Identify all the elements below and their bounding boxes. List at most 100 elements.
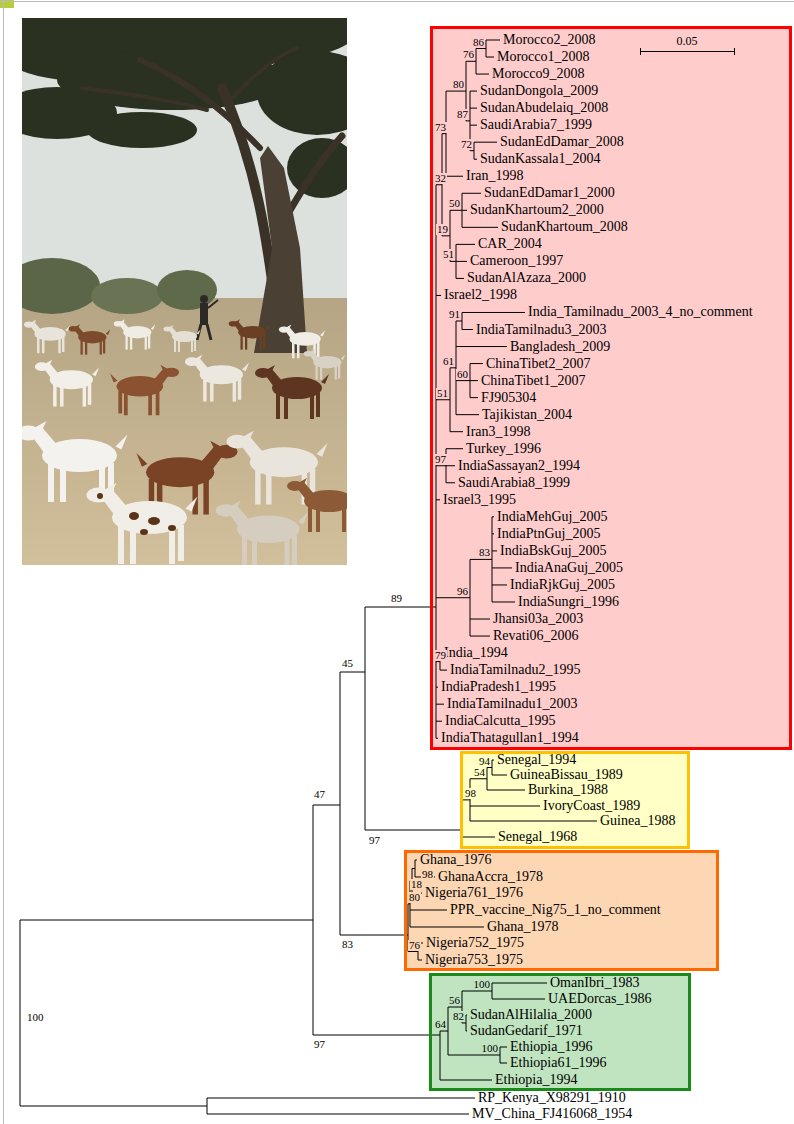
- bootstrap-value: 80: [452, 79, 465, 90]
- tree-branch: [486, 40, 487, 57]
- bootstrap-value: 54: [473, 767, 486, 778]
- tree-branch: [440, 670, 447, 671]
- tree-branch: [456, 346, 507, 347]
- tree-branch: [20, 920, 21, 1106]
- bootstrap-value: 60: [456, 369, 469, 380]
- taxon-label: IvoryCoast_1989: [543, 799, 640, 813]
- tree-branch: [446, 465, 455, 466]
- tree-branch: [207, 1098, 475, 1099]
- bootstrap-value: 80: [408, 892, 421, 903]
- taxon-label: IndiaSungri_1996: [518, 595, 619, 609]
- clade-box: Senegal_1994GuineaBissau_1989Burkina_198…: [460, 751, 690, 849]
- tree-branch: [442, 134, 443, 236]
- taxon-label: SudanAlHilalia_2000: [470, 1008, 592, 1022]
- taxon-label: Morocco1_2008: [497, 50, 590, 64]
- tree-branch: [446, 91, 466, 92]
- tree-branch: [470, 619, 490, 620]
- bootstrap-value: 98: [464, 788, 477, 799]
- tree-branch: [470, 779, 471, 821]
- tree-branch: [470, 559, 492, 560]
- tree-branch: [450, 261, 456, 262]
- taxon-label: Revati06_2006: [493, 629, 579, 643]
- tree-branch: [440, 1080, 492, 1081]
- tree-branch: [462, 227, 498, 228]
- tree-branch: [492, 550, 497, 551]
- clade-fills: [404, 26, 792, 1091]
- tree-branch: [470, 397, 478, 398]
- bootstrap-value: 32: [434, 173, 447, 184]
- frame-line: [3, 0, 4, 1124]
- photo-part: [82, 88, 207, 110]
- bootstrap-value: 97: [368, 835, 381, 846]
- tree-branch: [466, 1031, 467, 1032]
- bootstrap-value: 51: [436, 388, 449, 399]
- photo-part: [168, 525, 176, 531]
- photo-part: [129, 512, 139, 520]
- bootstrap-value: 83: [341, 939, 354, 950]
- photo-part: [640, 51, 735, 52]
- tree-branch: [474, 142, 497, 143]
- tree-branch: [500, 1047, 507, 1048]
- taxon-label: UAEDorcas_1986: [548, 992, 651, 1006]
- tree-branch: [462, 312, 525, 313]
- bootstrap-value: 76: [408, 940, 421, 951]
- tree-branch: [492, 983, 493, 999]
- tree-branch: [446, 176, 463, 177]
- tree-branch: [487, 767, 492, 768]
- tree-branch: [492, 999, 545, 1000]
- tree-branch: [365, 607, 436, 608]
- tree-branch: [448, 1055, 500, 1056]
- bootstrap-value: 56: [448, 995, 461, 1006]
- tree-trunk: [254, 146, 307, 353]
- bootstrap-value: 87: [456, 109, 469, 120]
- tree-branch: [313, 805, 340, 806]
- taxon-label: Burkina_1988: [528, 783, 608, 797]
- photo-part: [255, 365, 329, 419]
- tree-branch: [466, 1015, 467, 1031]
- taxon-label: Cameroon_1997: [470, 254, 563, 268]
- distant-tree: [22, 258, 100, 314]
- tree-branch: [446, 448, 463, 449]
- scale-label: 0.05: [677, 35, 698, 47]
- tree-branch: [476, 48, 486, 49]
- taxon-label: GuineaBissau_1989: [510, 768, 623, 782]
- photo-part: [185, 355, 249, 402]
- scale-bar: [640, 48, 735, 55]
- tree-branch: [466, 120, 470, 121]
- taxon-label: India_1994: [444, 646, 508, 660]
- photo-part: [734, 48, 735, 55]
- taxon-label: IndiaAnaGuj_2005: [515, 561, 623, 575]
- tree-branch: [340, 672, 365, 673]
- bootstrap-value: 51: [442, 249, 455, 260]
- photo-part: [87, 483, 198, 564]
- bootstrap-value: 61: [442, 356, 455, 367]
- taxon-label: Senegal_1994: [497, 753, 576, 767]
- tree-branch: [470, 125, 477, 126]
- taxon-label: SudanDongola_2009: [480, 84, 598, 98]
- tree-branch: [436, 499, 440, 500]
- taxon-label: SudanKassala1_2004: [480, 152, 601, 166]
- tree-branch: [450, 210, 462, 211]
- bootstrap-value: 47: [313, 789, 326, 800]
- photo-part: [140, 529, 148, 535]
- tree-branch: [492, 775, 507, 776]
- bootstrap-value: 96: [456, 586, 469, 597]
- taxon-label: IndiaSassayan2_1994: [458, 459, 580, 473]
- taxon-label: SudanAlAzaza_2000: [467, 271, 586, 285]
- tree-branch: [415, 860, 417, 861]
- taxon-label: IndiaRjkGuj_2005: [510, 578, 615, 592]
- photo-part: [229, 319, 271, 349]
- bootstrap-value: 100: [473, 979, 492, 990]
- tree-branch: [500, 1063, 507, 1064]
- tree-branch: [456, 380, 470, 381]
- bootstrap-value: 79: [434, 650, 447, 661]
- bootstrap-value: 45: [341, 658, 354, 669]
- taxon-label: PPR_vaccine_Nig75_1_no_comment: [450, 903, 661, 917]
- taxon-label: Iran3_1998: [466, 425, 531, 439]
- tree-branch: [456, 261, 467, 262]
- taxon-label: IndiaTamilnadu1_2003: [447, 697, 577, 711]
- taxon-label: OmanIbri_1983: [550, 976, 639, 990]
- taxon-label: Nigeria761_1976: [425, 886, 523, 900]
- taxon-label: Tajikistan_2004: [482, 408, 572, 422]
- tree-branch: [462, 329, 473, 330]
